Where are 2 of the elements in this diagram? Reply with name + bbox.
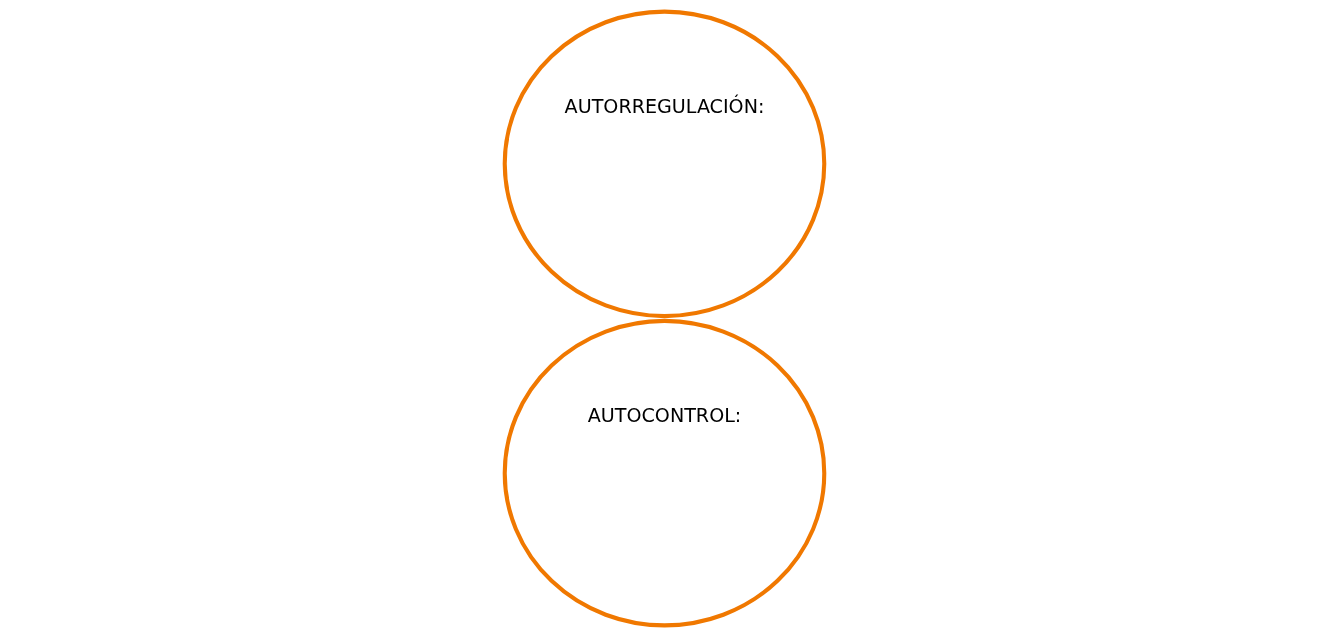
node-circle: AUTORREGULACIÓN: [502,9,827,319]
node-circle: AUTOCONTROL: [502,318,827,628]
